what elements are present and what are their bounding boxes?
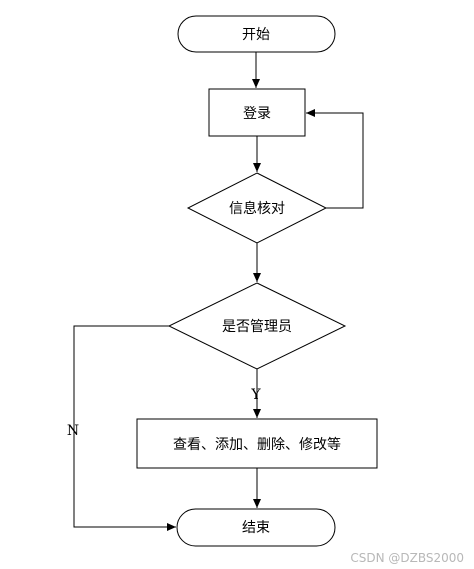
edge-admin-no-to-end — [73, 325, 176, 531]
end-terminal — [176, 508, 336, 547]
yes-label: Y — [250, 387, 261, 403]
verify-label: 信息核对 — [229, 200, 285, 217]
login-process — [208, 88, 306, 137]
operations-label: 查看、添加、删除、修改等 — [173, 436, 341, 453]
start-label: 开始 — [242, 27, 270, 43]
no-label: N — [67, 423, 79, 439]
watermark: CSDN @DZBS2000 — [350, 551, 464, 565]
end-label: 结束 — [242, 520, 270, 536]
login-label: 登录 — [243, 106, 271, 122]
edge-verify-loop-to-login — [306, 109, 364, 209]
admin-decision-label: 是否管理员 — [222, 319, 292, 335]
